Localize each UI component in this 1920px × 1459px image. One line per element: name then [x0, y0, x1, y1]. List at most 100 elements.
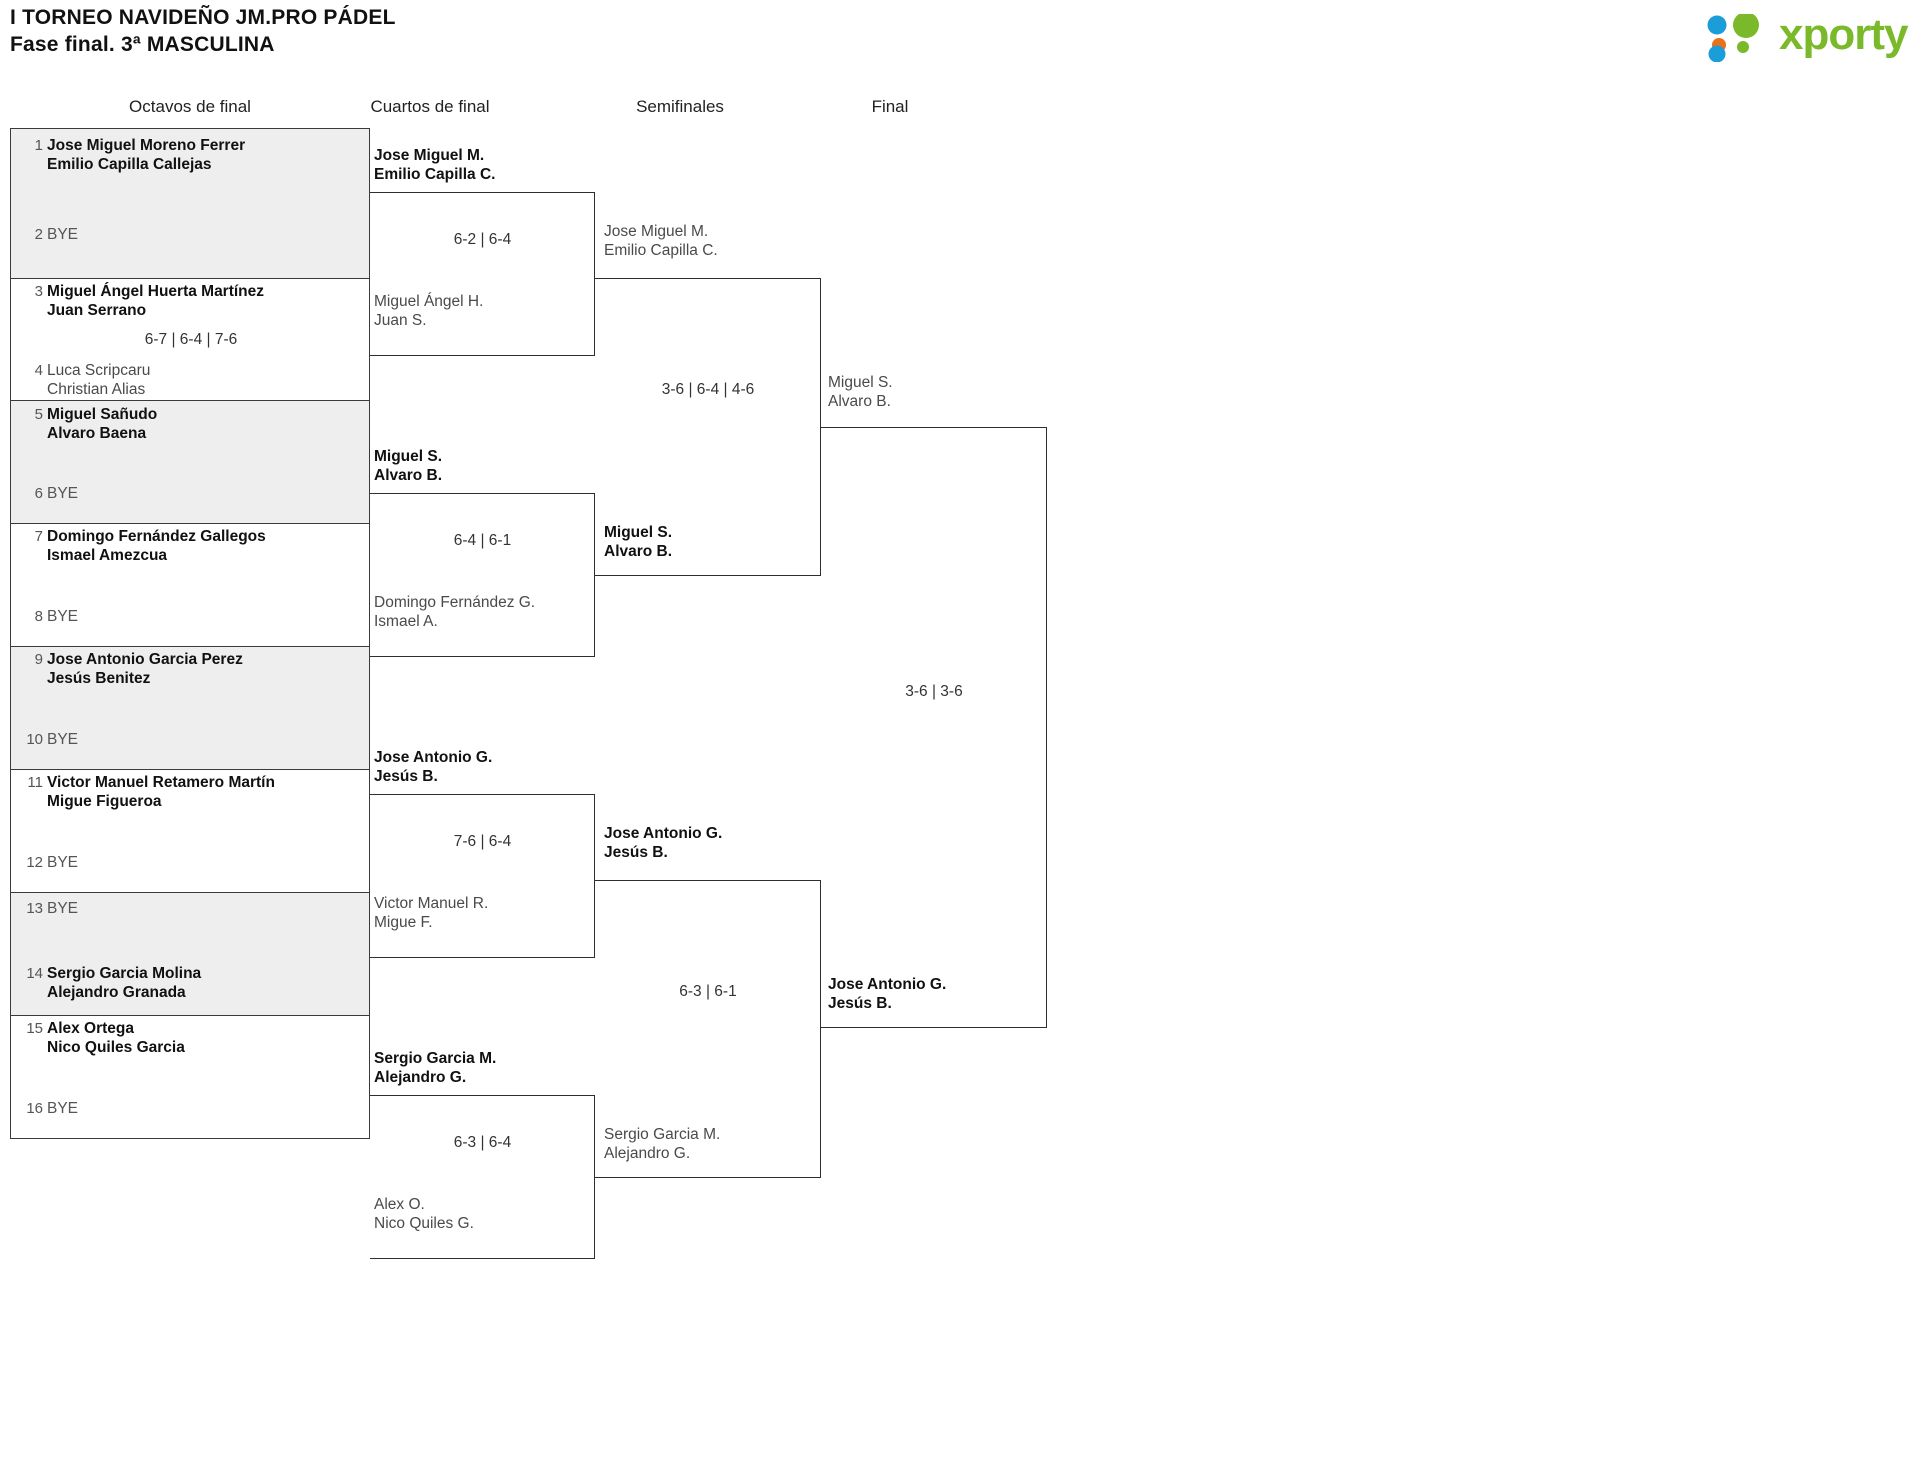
logo-dots-icon [1707, 14, 1759, 62]
player-line-2: Juan S. [374, 312, 427, 329]
seed-number: 16 [26, 1100, 43, 1117]
seed-number: 11 [27, 774, 43, 791]
team-names: BYE [47, 608, 357, 627]
match-score: 3-6 | 6-4 | 4-6 [661, 381, 755, 398]
r2-match-1-top-names: Jose Miguel M. Emilio Capilla C. [374, 146, 495, 184]
player-line-1: Alex Ortega [47, 1020, 135, 1037]
team-names: Miguel Ángel Huerta Martínez Juan Serran… [47, 283, 357, 320]
r2-match-2-top-names: Miguel S. Alvaro B. [374, 447, 442, 485]
r1-match-3[interactable]: 5 Miguel Sañudo Alvaro Baena 6 BYE [10, 401, 370, 524]
team-names: BYE [47, 485, 357, 504]
r2-match-1-bottom-names: Miguel Ángel H. Juan S. [374, 292, 483, 330]
player-line-2: Nico Quiles G. [374, 1215, 474, 1232]
player-line-1: BYE [47, 1100, 79, 1117]
player-line-1: Jose Antonio Garcia Perez [47, 651, 243, 668]
r2-match-1-box[interactable] [370, 192, 595, 356]
r4-match-1-box[interactable] [821, 427, 1047, 1028]
player-line-1: Sergio Garcia M. [374, 1050, 497, 1067]
player-line-1: BYE [47, 731, 79, 748]
r2-match-4-bottom-names: Alex O. Nico Quiles G. [374, 1195, 474, 1233]
seed-number: 6 [34, 485, 43, 502]
player-line-1: Jose Miguel M. [604, 223, 709, 240]
title-block: I TORNEO NAVIDEÑO JM.PRO PÁDEL Fase fina… [10, 4, 1110, 58]
player-line-1: BYE [47, 608, 79, 625]
r4-match-1-top-names: Miguel S. Alvaro B. [828, 373, 893, 411]
match-score: 6-7 | 6-4 | 7-6 [144, 331, 238, 348]
r1-match-6[interactable]: 11 Victor Manuel Retamero Martín Migue F… [10, 770, 370, 893]
player-line-2: Ismael A. [374, 613, 438, 630]
player-line-2: Emilio Capilla C. [604, 242, 718, 259]
team-names: Jose Miguel Moreno Ferrer Emilio Capilla… [47, 137, 357, 174]
player-line-2: Alejandro G. [604, 1145, 691, 1162]
player-line-1: Jose Miguel M. [374, 147, 485, 164]
player-line-1: BYE [47, 854, 79, 871]
match-score: 6-3 | 6-1 [679, 983, 737, 1000]
seed-number: 12 [26, 854, 43, 871]
r3-match-2-bottom-names: Sergio Garcia M. Alejandro G. [604, 1125, 720, 1163]
r4-match-1-bottom-names: Jose Antonio G. Jesús B. [828, 975, 946, 1013]
player-line-2: Nico Quiles Garcia [47, 1038, 185, 1056]
player-line-2: Jesús Benitez [47, 669, 151, 687]
player-line-2: Jesús B. [374, 768, 438, 785]
seed-number: 8 [34, 608, 43, 625]
match-score: 6-2 | 6-4 [453, 231, 512, 248]
r1-match-1[interactable]: 1 Jose Miguel Moreno Ferrer Emilio Capil… [10, 128, 370, 279]
r1-match-5[interactable]: 9 Jose Antonio Garcia Perez Jesús Benite… [10, 647, 370, 770]
seed-number: 5 [34, 406, 43, 423]
r1-match-2[interactable]: 3 Miguel Ángel Huerta Martínez Juan Serr… [10, 279, 370, 401]
player-line-2: Jesús B. [604, 844, 668, 861]
r2-match-3-top-names: Jose Antonio G. Jesús B. [374, 748, 492, 786]
player-line-1: Miguel Ángel Huerta Martínez [47, 283, 265, 300]
player-line-2: Christian Alias [47, 380, 146, 398]
match-score: 6-4 | 6-1 [453, 532, 512, 549]
seed-number: 15 [26, 1020, 43, 1037]
seed-number: 3 [34, 283, 43, 300]
player-line-2: Alvaro B. [374, 467, 443, 484]
r2-match-3-bottom-names: Victor Manuel R. Migue F. [374, 894, 488, 932]
r1-match-4[interactable]: 7 Domingo Fernández Gallegos Ismael Amez… [10, 524, 370, 647]
r2-match-2-box[interactable] [370, 493, 595, 657]
r3-match-2-box[interactable] [595, 880, 821, 1178]
player-line-1: Jose Antonio G. [828, 976, 947, 993]
player-line-1: Miguel S. [604, 524, 673, 541]
round-header-final: Final [871, 97, 909, 116]
player-line-1: Miguel S. [828, 374, 893, 391]
player-line-2: Migue F. [374, 914, 433, 931]
r2-match-4-box[interactable] [370, 1095, 595, 1259]
team-names: Domingo Fernández Gallegos Ismael Amezcu… [47, 528, 357, 565]
player-line-1: BYE [47, 226, 79, 243]
player-line-1: Luca Scripcaru [47, 362, 151, 379]
player-line-2: Alvaro Baena [47, 424, 147, 442]
r3-match-1-bottom-names: Miguel S. Alvaro B. [604, 523, 672, 561]
seed-number: 14 [26, 965, 43, 982]
player-line-1: Domingo Fernández G. [374, 594, 536, 611]
r2-match-3-box[interactable] [370, 794, 595, 958]
player-line-1: Jose Antonio G. [374, 749, 493, 766]
xporty-logo: xporty [1705, 8, 1910, 64]
player-line-2: Alvaro B. [604, 543, 673, 560]
page-subtitle: Fase final. 3ª MASCULINA [10, 33, 275, 56]
r3-match-1-box[interactable] [595, 278, 821, 576]
player-line-1: Sergio Garcia Molina [47, 965, 202, 982]
player-line-1: Alex O. [374, 1196, 425, 1213]
player-line-2: Emilio Capilla Callejas [47, 155, 212, 173]
match-score: 6-3 | 6-4 [453, 1134, 512, 1151]
player-line-1: Miguel Ángel H. [374, 293, 484, 310]
logo-wordmark: xporty [1779, 10, 1908, 59]
player-line-1: Miguel S. [374, 448, 443, 465]
seed-number: 10 [26, 731, 43, 748]
seed-number: 9 [34, 651, 43, 668]
team-names: Jose Antonio Garcia Perez Jesús Benitez [47, 651, 357, 688]
player-line-2: Jesús B. [828, 995, 892, 1012]
seed-number: 2 [34, 226, 43, 243]
round-header-octavos: Octavos de final [129, 97, 251, 116]
team-names: Sergio Garcia Molina Alejandro Granada [47, 965, 357, 1002]
r1-match-7[interactable]: 13 BYE 14 Sergio Garcia Molina Alejandro… [10, 893, 370, 1016]
team-names: Victor Manuel Retamero Martín Migue Figu… [47, 774, 357, 811]
r3-match-1-top-names: Jose Miguel M. Emilio Capilla C. [604, 222, 718, 260]
player-line-2: Alvaro B. [828, 393, 891, 410]
r1-match-8[interactable]: 15 Alex Ortega Nico Quiles Garcia 16 BYE [10, 1016, 370, 1139]
seed-number: 4 [34, 362, 43, 379]
player-line-2: Juan Serrano [47, 301, 147, 319]
team-names: Luca Scripcaru Christian Alias [47, 362, 357, 399]
